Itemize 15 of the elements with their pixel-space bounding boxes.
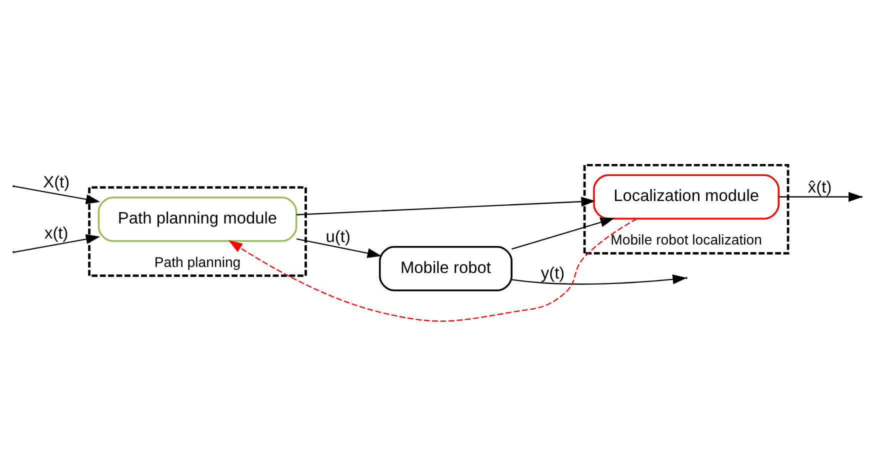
arrow [512,274,687,284]
arrow [296,238,382,258]
arrow [512,217,614,250]
node-box: Localization module [593,174,780,220]
node-box: Mobile robot [378,246,512,291]
arrow [296,196,596,215]
edge-label: y(t) [540,264,565,282]
edge-label: X(t) [43,173,70,192]
arrow [14,234,100,252]
edge-label: x(t) [44,224,68,242]
arrow [14,185,100,204]
node-box: Path planning module [98,196,298,242]
edge-label: x̂(t) [808,178,832,196]
edge-label: u(t) [326,227,350,246]
arrow [228,218,638,322]
